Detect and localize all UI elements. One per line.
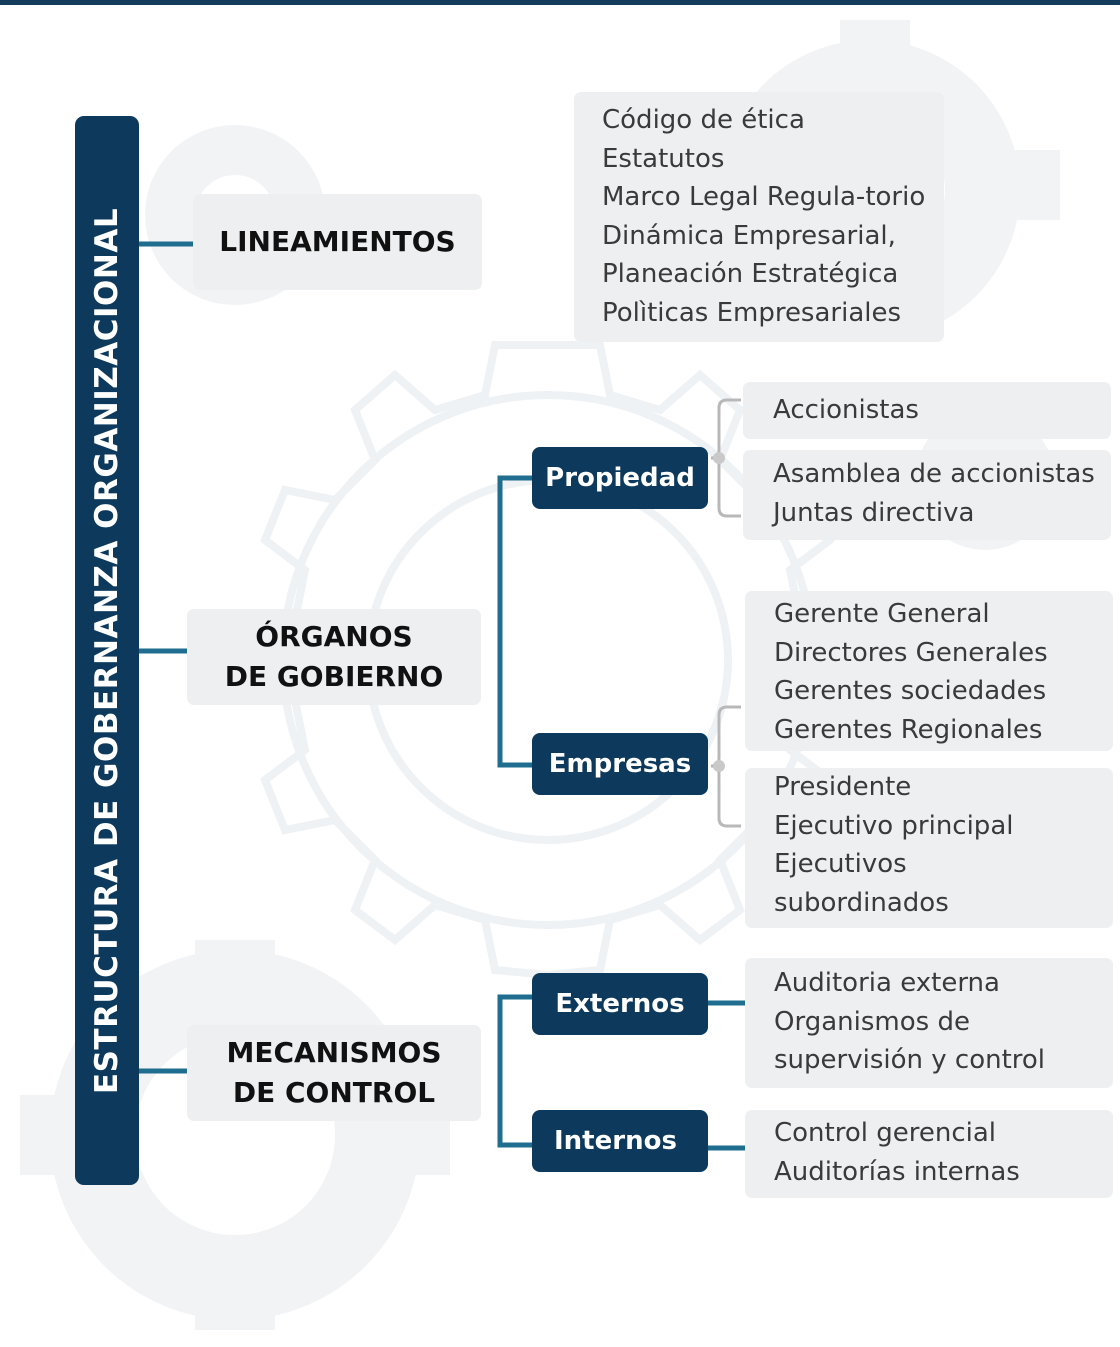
- category-mecanismos-line2: DE CONTROL: [232, 1076, 436, 1109]
- node-internos: Internos: [532, 1110, 708, 1172]
- list-item: Polìticas Empresariales: [602, 297, 902, 328]
- propiedad-box-asamblea: Asamblea de accionistas Juntas directiva: [743, 450, 1111, 540]
- category-mecanismos-line1: MECANISMOS: [226, 1036, 442, 1069]
- list-item: Gerente General: [774, 599, 990, 629]
- list-item-justified: Organismos de: [774, 1003, 1078, 1042]
- node-externos: Externos: [532, 973, 708, 1035]
- category-mecanismos: MECANISMOS DE CONTROL: [187, 1025, 481, 1121]
- node-empresas-label: Empresas: [548, 749, 692, 779]
- list-item-part: de: [937, 1006, 970, 1037]
- list-item-part: Organismos: [774, 1006, 930, 1037]
- node-propiedad: Propiedad: [532, 447, 708, 509]
- list-item: Dinámica Empresarial,: [602, 220, 896, 251]
- list-item: Control gerencial: [774, 1118, 997, 1148]
- list-item: Accionistas: [773, 395, 919, 425]
- list-item: Ejecutivo principal: [774, 810, 1014, 841]
- list-item: Gerentes Regionales: [774, 714, 1043, 745]
- category-organos: ÓRGANOS DE GOBIERNO: [187, 609, 481, 705]
- list-item: Presidente: [774, 772, 912, 802]
- structure-title-bar: ESTRUCTURA DE GOBERNANZA ORGANIZACIONAL: [75, 116, 139, 1185]
- category-lineamientos: LINEAMIENTOS: [193, 194, 482, 290]
- list-item: Ejecutivos: [774, 849, 907, 879]
- list-item: supervisión y control: [774, 1045, 1046, 1075]
- list-item: Auditorías internas: [774, 1156, 1020, 1187]
- node-internos-label: Internos: [554, 1126, 677, 1156]
- internos-box: Control gerencial Auditorías internas: [745, 1110, 1113, 1198]
- category-lineamientos-label: LINEAMIENTOS: [219, 225, 456, 258]
- node-externos-label: Externos: [555, 989, 685, 1019]
- empresas-box-gerentes: Gerente General Directores Generales Ger…: [745, 591, 1113, 751]
- list-item: Gerentes sociedades: [774, 676, 1047, 706]
- list-item: Código de ética: [602, 105, 805, 135]
- list-item: Directores Generales: [774, 637, 1048, 668]
- structure-title: ESTRUCTURA DE GOBERNANZA ORGANIZACIONAL: [89, 207, 125, 1094]
- lineamientos-list: Código de ética Estatutos Marco Legal Re…: [574, 92, 944, 342]
- empresas-box-ejecutivos: Presidente Ejecutivo principal Ejecutivo…: [745, 768, 1113, 928]
- top-accent-bar: [0, 0, 1120, 5]
- list-item: subordinados: [774, 887, 949, 918]
- list-item: Estatutos: [602, 143, 725, 174]
- node-propiedad-label: Propiedad: [545, 463, 695, 493]
- propiedad-box-accionistas: Accionistas: [743, 382, 1111, 439]
- list-item: Juntas directiva: [773, 497, 975, 528]
- list-item: Planeación Estratégica: [602, 259, 899, 289]
- list-item: Asamblea de accionistas: [773, 459, 1095, 489]
- list-item: Auditoria externa: [774, 968, 1000, 998]
- node-empresas: Empresas: [532, 733, 708, 795]
- list-item: Marco Legal Regula-torio: [602, 182, 926, 212]
- category-organos-line2: DE GOBIERNO: [224, 660, 444, 693]
- category-organos-line1: ÓRGANOS: [255, 620, 413, 653]
- externos-box: Auditoria externa Organismos de supervis…: [745, 958, 1113, 1088]
